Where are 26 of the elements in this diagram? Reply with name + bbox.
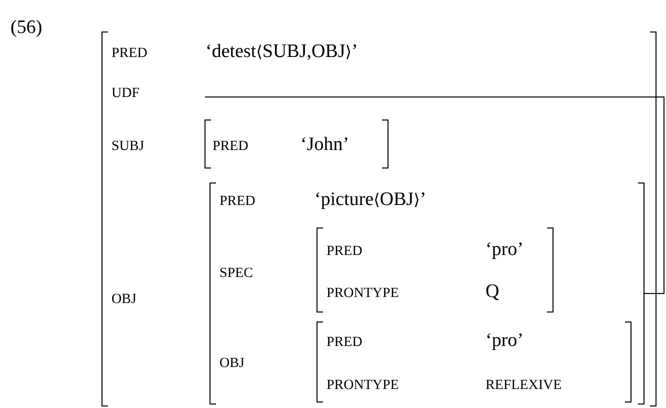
attribute-name: PRED — [212, 140, 248, 150]
attribute-matrix — [204, 120, 388, 168]
attribute-matrix — [316, 322, 632, 402]
connector-line — [204, 96, 664, 294]
attribute-name: SUBJ — [112, 140, 144, 150]
attribute-name: OBJ — [220, 358, 244, 368]
attribute-value: ‘John’ — [302, 136, 348, 150]
attribute-matrix — [210, 182, 644, 404]
attribute-name: PRED — [112, 48, 147, 58]
attribute-name: SPEC — [220, 268, 252, 278]
attribute-name: REFLEXIVE — [486, 380, 562, 390]
attribute-matrix — [316, 228, 554, 312]
attribute-value: ‘picture⟨OBJ⟩’ — [316, 192, 424, 210]
attribute-name: PRONTYPE — [326, 288, 398, 298]
example-number: (56) — [11, 20, 42, 38]
attribute-name: PRED — [220, 196, 255, 206]
attribute-value: ‘pro’ — [487, 333, 522, 350]
attribute-name: PRED — [326, 246, 362, 256]
attribute-name: PRONTYPE — [326, 380, 398, 390]
attribute-value: ‘detest⟨SUBJ,OBJ⟩’ — [207, 44, 356, 60]
attribute-value: Q — [486, 284, 499, 300]
attribute-matrix — [102, 32, 656, 406]
attribute-value: ‘pro’ — [487, 242, 522, 260]
attribute-name: PRED — [326, 336, 362, 346]
attribute-name: OBJ — [112, 294, 136, 304]
attribute-name: UDF — [112, 88, 139, 98]
